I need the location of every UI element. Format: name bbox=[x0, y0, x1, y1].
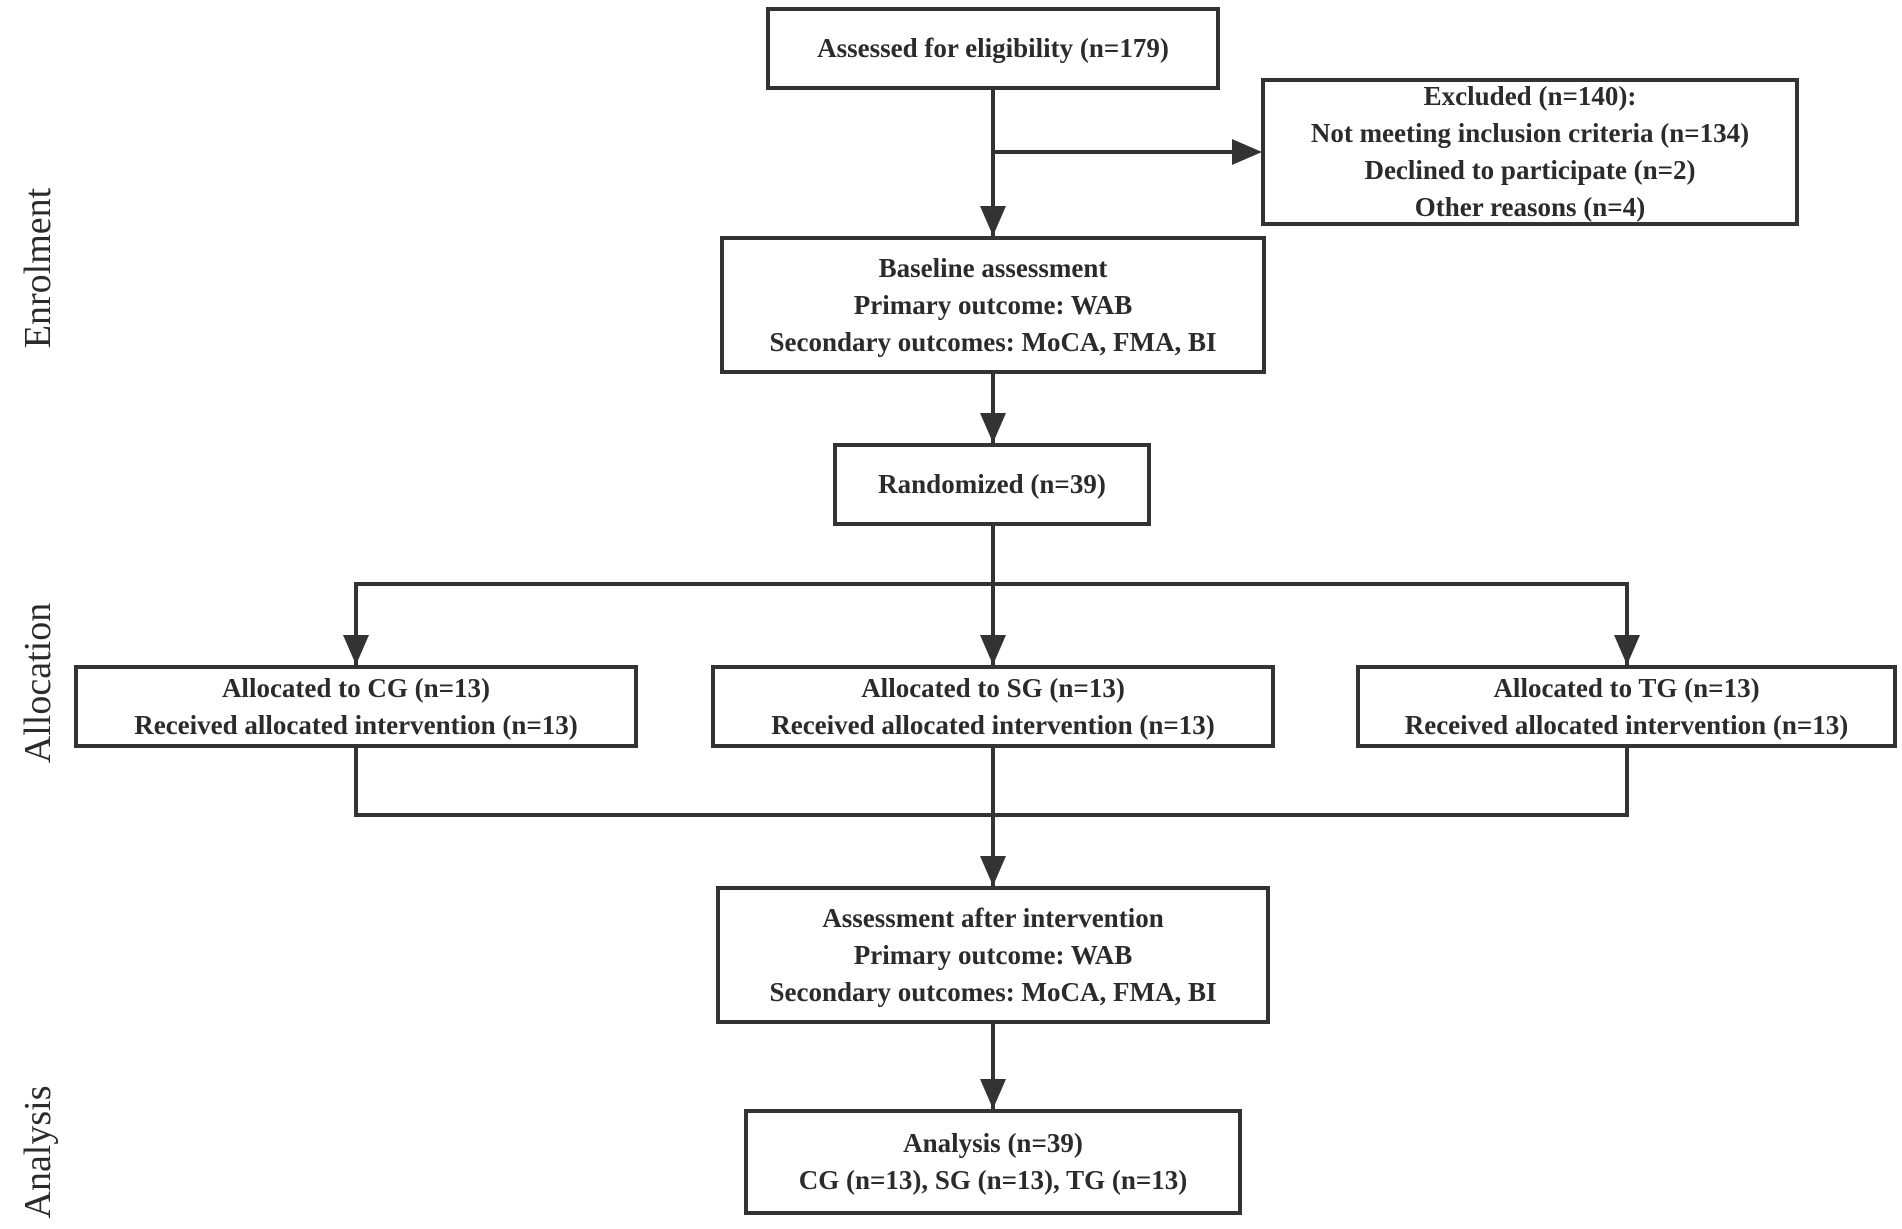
arrowhead-excluded bbox=[1232, 139, 1262, 165]
excluded-title: Excluded (n=140): bbox=[1423, 81, 1637, 111]
arrowhead-sg bbox=[980, 635, 1006, 665]
eligibility-box: Assessed for eligibility (n=179) bbox=[766, 7, 1220, 90]
phase-label-analysis: Analysis bbox=[17, 1085, 59, 1219]
baseline-title: Baseline assessment bbox=[878, 252, 1108, 283]
phase-label-enrolment: Enrolment bbox=[17, 187, 59, 349]
post-assessment-title: Assessment after intervention bbox=[822, 902, 1164, 933]
allocated-sg-box: Allocated to SG (n=13) Received allocate… bbox=[711, 665, 1275, 748]
allocated-sg-received: Received allocated intervention (n=13) bbox=[771, 709, 1215, 740]
allocated-sg-title: Allocated to SG (n=13) bbox=[861, 672, 1125, 703]
allocated-tg-title: Allocated to TG (n=13) bbox=[1493, 672, 1760, 703]
baseline-secondary-outcomes: Secondary outcomes: MoCA, FMA, BI bbox=[769, 326, 1217, 357]
analysis-title: Analysis (n=39) bbox=[903, 1128, 1083, 1158]
arrowhead-cg bbox=[343, 635, 369, 665]
randomized-text: Randomized (n=39) bbox=[878, 469, 1106, 499]
excluded-reason-inclusion: Not meeting inclusion criteria (n=134) bbox=[1310, 118, 1750, 148]
randomized-box: Randomized (n=39) bbox=[833, 443, 1151, 526]
analysis-box: Analysis (n=39) CG (n=13), SG (n=13), TG… bbox=[744, 1109, 1242, 1215]
eligibility-text: Assessed for eligibility (n=179) bbox=[817, 33, 1169, 63]
baseline-primary-outcome: Primary outcome: WAB bbox=[853, 289, 1133, 320]
analysis-groups: CG (n=13), SG (n=13), TG (n=13) bbox=[798, 1165, 1188, 1195]
allocated-cg-received: Received allocated intervention (n=13) bbox=[134, 709, 578, 740]
excluded-box: Excluded (n=140): Not meeting inclusion … bbox=[1261, 78, 1799, 226]
allocated-cg-box: Allocated to CG (n=13) Received allocate… bbox=[74, 665, 638, 748]
arrowhead-analysis bbox=[980, 1079, 1006, 1109]
allocated-tg-box: Allocated to TG (n=13) Received allocate… bbox=[1356, 665, 1897, 748]
allocated-tg-received: Received allocated intervention (n=13) bbox=[1404, 709, 1849, 740]
arrowhead-baseline bbox=[980, 206, 1006, 236]
arrowhead-randomized bbox=[980, 413, 1006, 443]
post-assessment-box: Assessment after intervention Primary ou… bbox=[716, 886, 1270, 1024]
arrowhead-post bbox=[980, 856, 1006, 886]
excluded-reason-other: Other reasons (n=4) bbox=[1414, 192, 1646, 222]
excluded-reason-declined: Declined to participate (n=2) bbox=[1364, 155, 1696, 185]
phase-label-allocation: Allocation bbox=[17, 602, 59, 764]
arrowhead-tg bbox=[1614, 635, 1640, 665]
baseline-box: Baseline assessment Primary outcome: WAB… bbox=[720, 236, 1266, 374]
allocated-cg-title: Allocated to CG (n=13) bbox=[221, 672, 491, 703]
post-primary-outcome: Primary outcome: WAB bbox=[853, 939, 1133, 970]
post-secondary-outcomes: Secondary outcomes: MoCA, FMA, BI bbox=[769, 976, 1217, 1007]
